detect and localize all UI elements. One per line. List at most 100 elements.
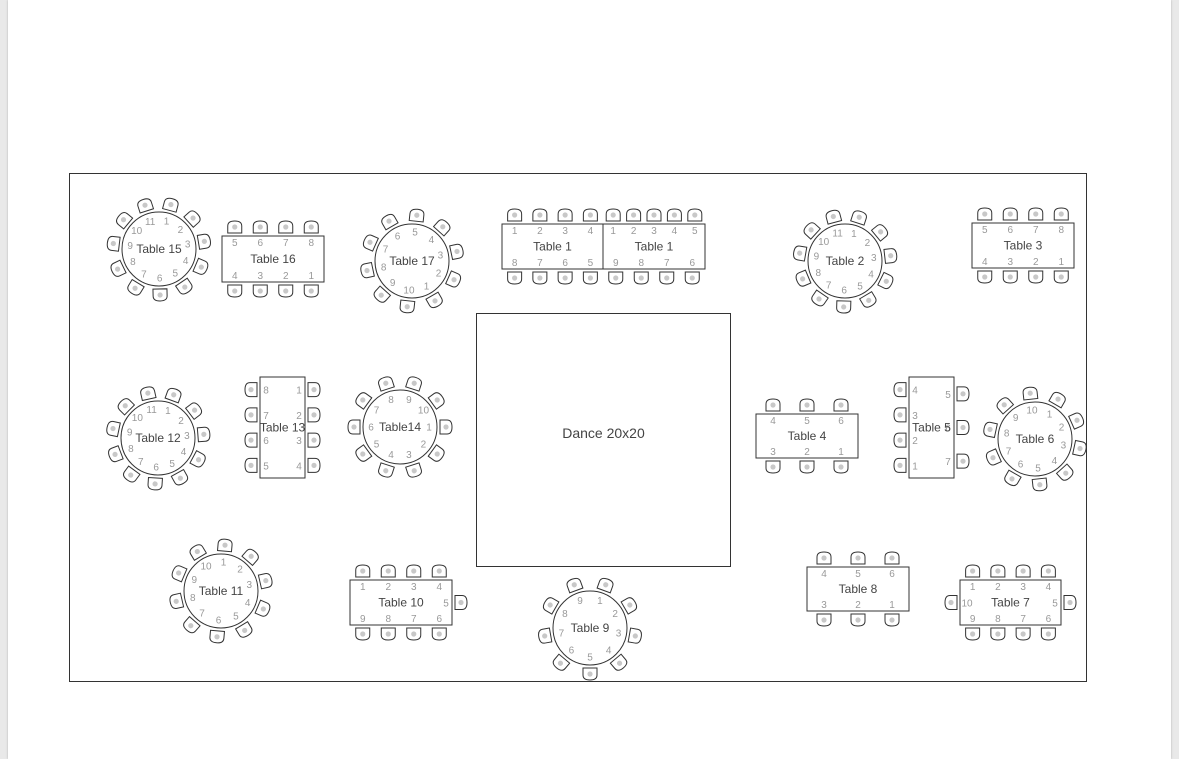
chair-dot bbox=[982, 211, 988, 217]
chair bbox=[956, 453, 970, 469]
seat-number: 3 bbox=[438, 250, 444, 261]
chair-dot bbox=[613, 275, 619, 281]
chair-dot bbox=[1045, 568, 1051, 574]
chair bbox=[1068, 412, 1085, 430]
table-label: Table 9 bbox=[571, 621, 610, 635]
chair-dot bbox=[386, 218, 392, 224]
chair bbox=[161, 197, 179, 213]
table-top bbox=[908, 376, 955, 479]
table-label: Table 16 bbox=[250, 252, 296, 266]
chair bbox=[362, 234, 379, 252]
chair-dot bbox=[311, 387, 317, 393]
chair bbox=[833, 398, 849, 412]
chair bbox=[1015, 627, 1031, 641]
chair bbox=[893, 432, 907, 448]
chair-dot bbox=[385, 568, 391, 574]
seat-number: 5 bbox=[232, 238, 238, 249]
seat-number: 5 bbox=[443, 599, 449, 610]
chair-dot bbox=[866, 297, 872, 303]
seat-number: 5 bbox=[588, 258, 594, 269]
chair bbox=[1028, 207, 1044, 221]
chair-dot bbox=[232, 224, 238, 230]
chair-dot bbox=[404, 304, 410, 310]
table-top bbox=[602, 223, 706, 270]
chair-dot bbox=[797, 250, 803, 256]
seat-number: 10 bbox=[418, 405, 430, 416]
chair bbox=[252, 284, 268, 298]
seat-number: 3 bbox=[821, 600, 827, 611]
chair-dot bbox=[192, 407, 198, 413]
seat-number: 3 bbox=[184, 431, 190, 442]
seat-number: 7 bbox=[559, 629, 565, 640]
seat-number: 1 bbox=[851, 229, 857, 240]
seat-number: 5 bbox=[804, 416, 810, 427]
seat-number: 5 bbox=[692, 226, 698, 237]
chair bbox=[1002, 270, 1018, 284]
table-top bbox=[552, 590, 628, 666]
chair bbox=[244, 457, 258, 473]
chair-dot bbox=[360, 451, 366, 457]
chair bbox=[532, 271, 548, 285]
chair bbox=[582, 667, 598, 681]
chair bbox=[184, 402, 203, 421]
table-label: Table 7 bbox=[991, 596, 1030, 610]
chair bbox=[303, 220, 319, 234]
seat-number: 9 bbox=[970, 614, 976, 625]
seat-number: 4 bbox=[388, 450, 394, 461]
seat-number: 6 bbox=[436, 614, 442, 625]
seat-number: 2 bbox=[631, 226, 637, 237]
seat-number: 4 bbox=[588, 226, 594, 237]
seat-number: 2 bbox=[283, 271, 289, 282]
chair-dot bbox=[1033, 274, 1039, 280]
chair-dot bbox=[627, 602, 633, 608]
chair-dot bbox=[182, 284, 188, 290]
chair-dot bbox=[1027, 390, 1033, 396]
seat-number: 6 bbox=[838, 416, 844, 427]
chair-dot bbox=[232, 288, 238, 294]
chair-dot bbox=[195, 457, 202, 463]
chair-dot bbox=[603, 582, 609, 588]
chair-dot bbox=[816, 296, 822, 302]
chair bbox=[1053, 207, 1069, 221]
seat-number: 9 bbox=[390, 278, 396, 289]
table-label: Table 1 bbox=[533, 240, 572, 254]
seat-number: 4 bbox=[982, 257, 988, 268]
chair-dot bbox=[411, 631, 417, 637]
chair-dot bbox=[1009, 476, 1015, 482]
seat-number: 3 bbox=[871, 253, 877, 264]
chair bbox=[454, 595, 468, 610]
table-label: Table 8 bbox=[839, 582, 878, 596]
chair bbox=[799, 398, 815, 412]
chair-dot bbox=[1020, 568, 1026, 574]
chair bbox=[164, 387, 182, 404]
chair-dot bbox=[547, 602, 553, 608]
chair bbox=[183, 615, 201, 634]
seat-number: 7 bbox=[374, 405, 380, 416]
seat-number: 8 bbox=[381, 263, 387, 274]
seat-number: 2 bbox=[537, 226, 543, 237]
chair-dot bbox=[383, 468, 389, 474]
table-label: Table 11 bbox=[199, 584, 244, 598]
chair-dot bbox=[960, 391, 966, 397]
chair-dot bbox=[257, 224, 263, 230]
chair-dot bbox=[960, 424, 966, 431]
chair-dot bbox=[671, 212, 677, 218]
chair bbox=[380, 627, 396, 641]
chair-dot bbox=[142, 202, 148, 208]
chair-dot bbox=[1001, 402, 1007, 408]
seat-number: 3 bbox=[411, 582, 417, 593]
chair bbox=[307, 457, 321, 473]
chair-dot bbox=[537, 275, 543, 281]
chair bbox=[1055, 463, 1074, 481]
chair-dot bbox=[190, 215, 196, 221]
chair bbox=[449, 243, 464, 261]
table-top bbox=[221, 235, 325, 283]
table-label: Table 2 bbox=[826, 254, 865, 268]
chair bbox=[106, 235, 121, 252]
chair bbox=[360, 261, 375, 279]
chair bbox=[633, 271, 649, 285]
seat-number: 4 bbox=[606, 646, 612, 657]
